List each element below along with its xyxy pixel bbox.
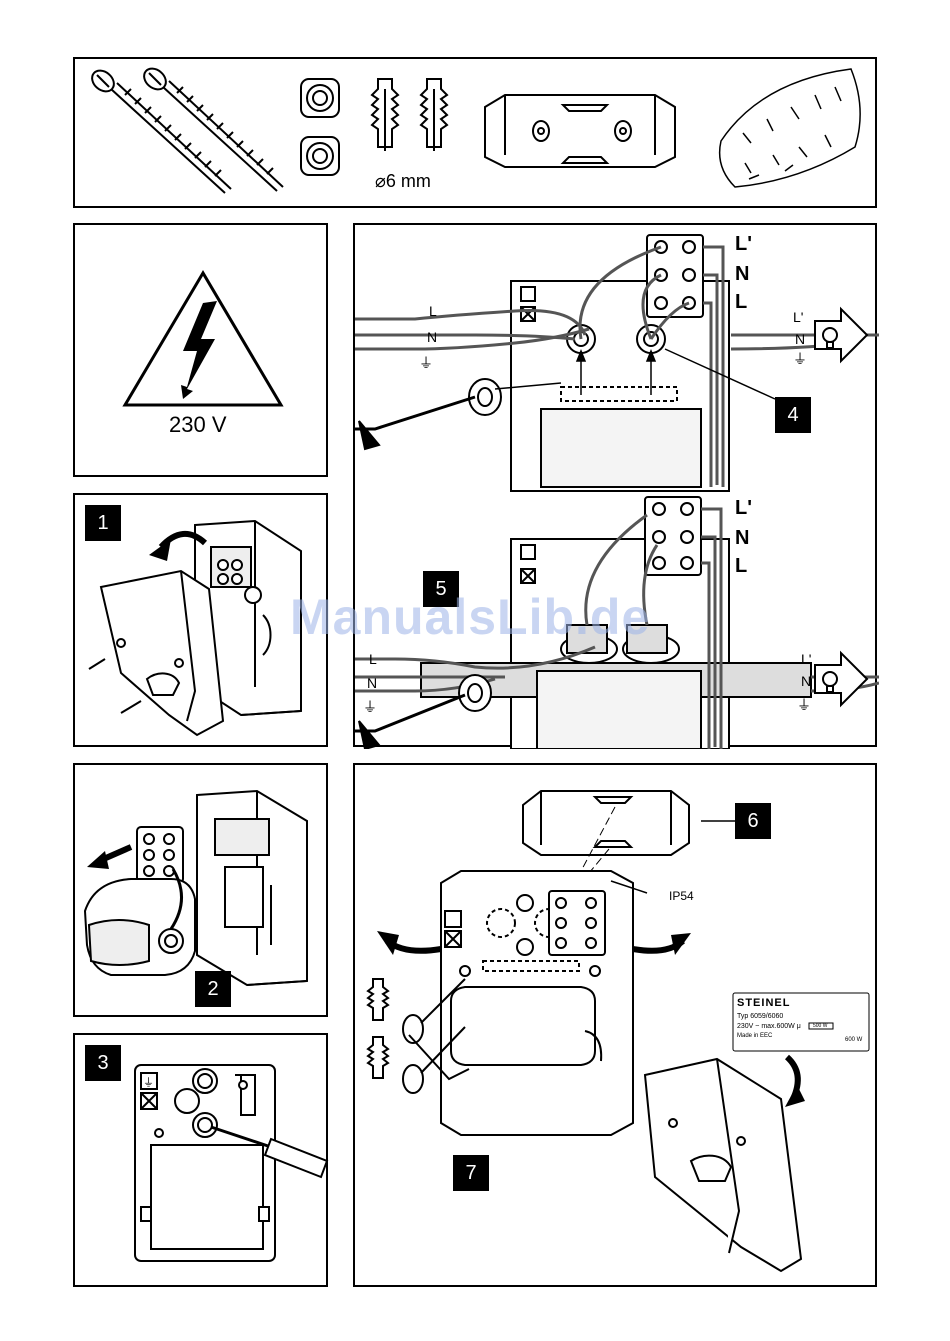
wall-plug-icon — [372, 79, 398, 151]
sealing-tape-icon — [720, 69, 861, 187]
wire-label-in-l: L — [369, 651, 377, 667]
voltage-label: 230 V — [169, 412, 227, 438]
washer-icon — [301, 79, 339, 117]
step-number-badge: 2 — [195, 971, 231, 1007]
step-number-badge: 5 — [423, 571, 459, 607]
step-number-badge: 6 — [735, 803, 771, 839]
terminal-label-l-prime: L' — [735, 497, 752, 520]
wall-plug-icon — [421, 79, 447, 151]
terminal-label-n: N — [735, 527, 749, 550]
parts-panel: ⌀6 mm — [73, 57, 877, 208]
brand-label: STEINEL — [737, 997, 790, 1009]
lamp-icon — [815, 309, 867, 361]
wire-label-in-n: N — [427, 329, 437, 345]
terminal-label-l: L — [735, 555, 747, 578]
parts-illustration — [75, 59, 879, 210]
rating-lamp-watt: 500 W — [813, 1023, 827, 1029]
high-voltage-warning-icon — [75, 225, 330, 479]
terminal-label-l: L — [735, 291, 747, 314]
rating-bulb-watt: 600 W — [845, 1037, 862, 1043]
terminal-label-l-prime: L' — [735, 233, 752, 256]
rating-origin: Made in EEC — [737, 1033, 772, 1039]
wire-label-in-l: L — [429, 303, 437, 319]
rating-type: Typ 6059/6060 — [737, 1013, 783, 1020]
svg-text:⏚: ⏚ — [143, 1076, 154, 1089]
earth-icon: ⏚ — [797, 695, 811, 715]
step-number-badge: 4 — [775, 397, 811, 433]
wire-label-out-n: N — [801, 673, 811, 689]
earth-icon: ⏚ — [419, 353, 433, 373]
earth-icon: ⏚ — [363, 697, 377, 717]
step-1-panel: 1 — [73, 493, 328, 747]
step-3-panel: ⏚ 3 — [73, 1033, 328, 1287]
step-number-badge: 7 — [453, 1155, 489, 1191]
step-number-badge: 1 — [85, 505, 121, 541]
wire-label-out-n: N — [795, 331, 805, 347]
step-2-panel: 2 — [73, 763, 328, 1017]
wire-label-out-l: L' — [793, 309, 803, 325]
warning-panel: 230 V — [73, 223, 328, 477]
lamp-icon — [815, 653, 867, 705]
earth-icon: ⏚ — [793, 349, 807, 369]
rating-power: 230V ~ max.600W μ — [737, 1023, 801, 1030]
ip-rating-label: IP54 — [669, 889, 694, 903]
washer-icon — [301, 137, 339, 175]
wire-label-out-l: L' — [801, 651, 811, 667]
drill-size-label: ⌀6 mm — [375, 171, 431, 192]
wiring-panel: L N ⏚ L' N L L' N ⏚ 4 5 L N ⏚ L' N L L' … — [353, 223, 877, 747]
terminal-label-n: N — [735, 263, 749, 286]
mounting-panel: 6 7 IP54 STEINEL Typ 6059/6060 230V ~ ma… — [353, 763, 877, 1287]
step-number-badge: 3 — [85, 1045, 121, 1081]
wire-label-in-n: N — [367, 675, 377, 691]
mounting-bracket-icon — [485, 95, 675, 167]
